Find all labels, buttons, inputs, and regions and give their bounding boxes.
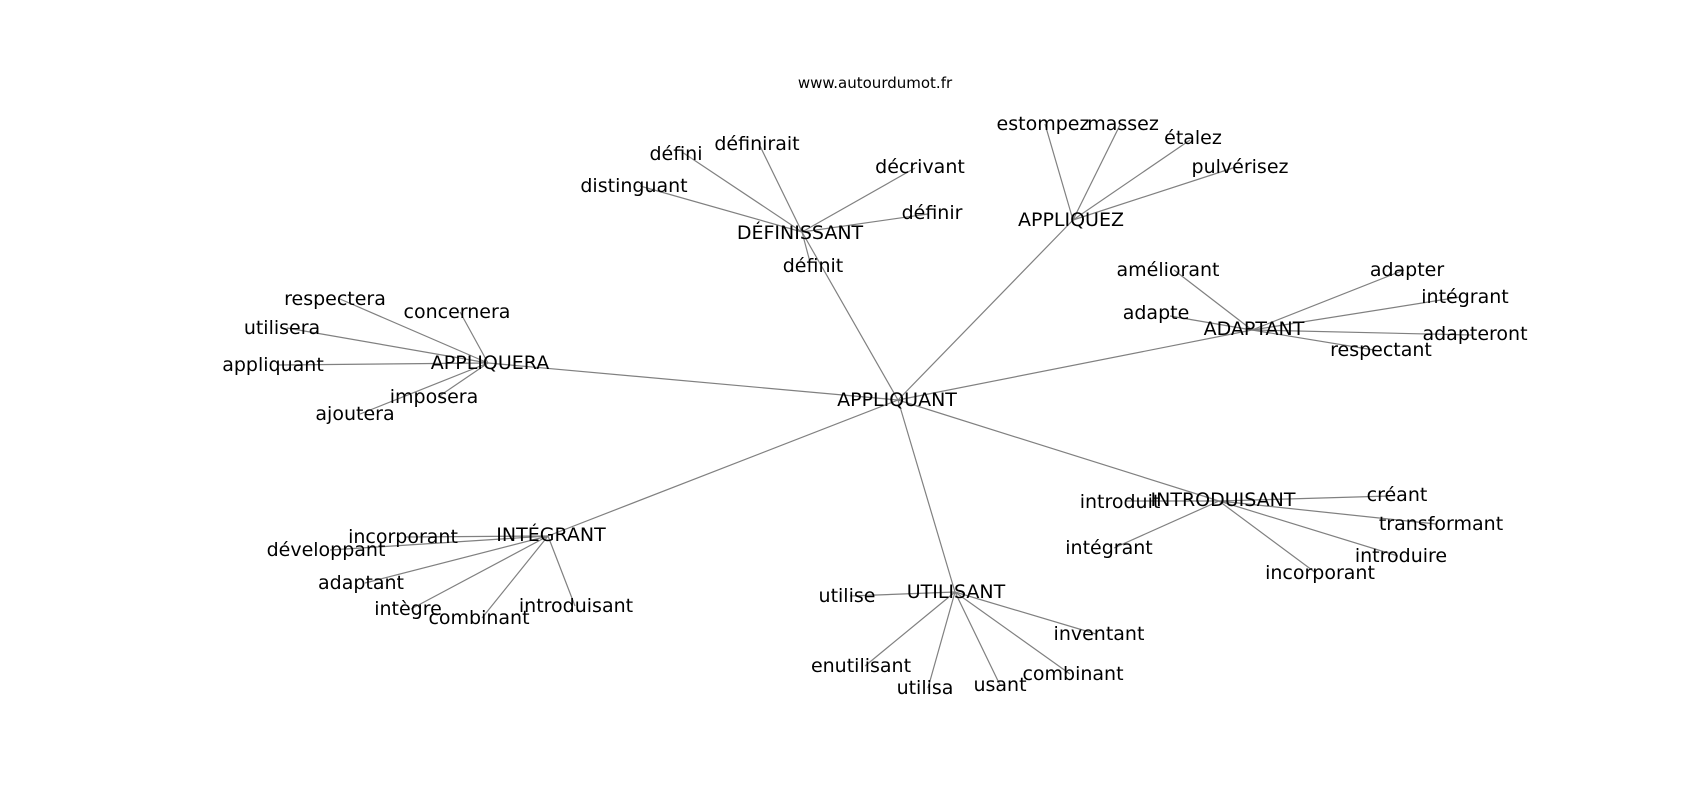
- edge: [1173, 269, 1253, 331]
- word-respectant: respectant: [1330, 339, 1432, 361]
- edge: [1072, 124, 1121, 221]
- edges-layer: [277, 123, 1473, 689]
- word-incorporant-integrant: incorporant: [348, 526, 458, 548]
- edge: [1251, 329, 1381, 352]
- edge: [759, 145, 803, 233]
- edge: [849, 591, 956, 597]
- edge: [481, 535, 549, 619]
- edge: [410, 535, 549, 610]
- word-massez: massez: [1087, 113, 1159, 135]
- edge: [801, 231, 811, 263]
- edge: [801, 231, 899, 401]
- edge: [1044, 123, 1074, 221]
- word-concernera: concernera: [404, 301, 511, 323]
- word-defini: défini: [649, 143, 702, 165]
- word-integrant-introduisant: intégrant: [1065, 537, 1152, 559]
- word-adaptant: adaptant: [318, 572, 404, 594]
- word-inventant: inventant: [1054, 623, 1145, 645]
- word-definir: définir: [902, 202, 963, 224]
- edge: [864, 591, 956, 667]
- edge: [681, 151, 803, 233]
- hub-integrant: INTÉGRANT: [496, 523, 606, 546]
- edge: [547, 535, 576, 607]
- source-watermark: www.autourdumot.fr: [798, 74, 953, 92]
- word-respectera: respectera: [284, 288, 386, 310]
- edge: [1251, 296, 1461, 331]
- word-adapteront: adapteront: [1422, 323, 1527, 345]
- edge: [459, 311, 489, 364]
- word-ameliorant: améliorant: [1117, 259, 1220, 281]
- edge: [1218, 500, 1317, 574]
- hub-appliquera: APPLIQUERA: [431, 352, 549, 374]
- word-creant: créant: [1367, 484, 1428, 506]
- word-utilisa: utilisa: [897, 677, 954, 699]
- word-transformant: transformant: [1379, 513, 1503, 535]
- edge: [286, 327, 489, 364]
- word-usant: usant: [973, 674, 1026, 696]
- center-node: APPLIQUANT: [837, 389, 957, 411]
- word-integrant-adaptant: intégrant: [1421, 286, 1508, 308]
- hub-appliquez: APPLIQUEZ: [1018, 209, 1124, 231]
- edge: [954, 591, 1097, 635]
- word-estompez: estompez: [997, 113, 1090, 135]
- word-incorporant-introduisant: incorporant: [1265, 562, 1375, 584]
- edge: [954, 591, 1001, 686]
- word-definirait: définirait: [714, 133, 799, 155]
- hub-utilisant: UTILISANT: [907, 581, 1006, 603]
- edge: [927, 591, 956, 689]
- word-decrivant: décrivant: [875, 156, 965, 178]
- edge: [897, 399, 1220, 502]
- edge: [897, 329, 1253, 401]
- word-enutilisant: enutilisant: [811, 655, 911, 677]
- edge: [364, 535, 549, 584]
- edge: [359, 362, 489, 415]
- word-adapte: adapte: [1123, 302, 1190, 324]
- word-introduit: introduit: [1080, 491, 1161, 513]
- edge: [487, 362, 899, 401]
- edge: [954, 591, 1071, 675]
- hub-introduisant: INTRODUISANT: [1151, 489, 1296, 511]
- edge: [437, 362, 489, 398]
- word-utilise: utilise: [819, 585, 876, 607]
- edge: [1113, 500, 1220, 549]
- edge: [1169, 315, 1253, 331]
- edge: [277, 362, 489, 366]
- word-adapter: adapter: [1370, 259, 1445, 281]
- word-etalez: étalez: [1164, 127, 1222, 149]
- edge: [547, 399, 899, 537]
- edge: [1218, 500, 1399, 557]
- word-definit: définit: [783, 255, 844, 277]
- edge: [1251, 269, 1405, 331]
- word-integre: intègre: [374, 598, 442, 620]
- word-introduisant: introduisant: [519, 595, 633, 617]
- word-imposera: imposera: [390, 386, 479, 408]
- hub-definissant: DÉFINISSANT: [737, 221, 864, 244]
- edge: [1218, 495, 1391, 502]
- edge: [329, 535, 549, 551]
- word-combinant-utilisant: combinant: [1022, 663, 1123, 685]
- edge: [1218, 500, 1437, 525]
- word-distinguant: distinguant: [580, 175, 687, 197]
- word-ajoutera: ajoutera: [315, 403, 394, 425]
- hub-adaptant: ADAPTANT: [1204, 318, 1305, 340]
- edge: [404, 535, 549, 538]
- edge: [801, 167, 916, 233]
- edge: [339, 298, 489, 364]
- word-developpant: développant: [267, 539, 386, 561]
- edge: [1072, 139, 1191, 221]
- word-utilisera: utilisera: [244, 317, 320, 339]
- edge: [897, 399, 956, 593]
- word-appliquant: appliquant: [222, 354, 324, 376]
- word-combinant-integrant: combinant: [428, 607, 529, 629]
- edge: [1251, 329, 1473, 336]
- word-introduire: introduire: [1355, 545, 1447, 567]
- edge: [639, 185, 803, 233]
- edge: [897, 219, 1074, 401]
- edge: [801, 213, 929, 233]
- word-pulverisez: pulvérisez: [1192, 156, 1289, 178]
- edge: [1072, 166, 1237, 221]
